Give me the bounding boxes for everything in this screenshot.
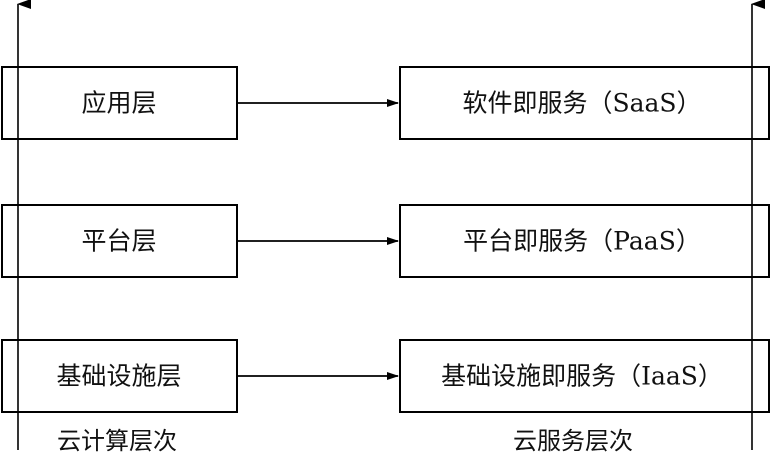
- layer-box-application: [1, 66, 238, 140]
- service-box-saas: [399, 66, 770, 140]
- layer-label-infrastructure: 基础设施层: [56, 361, 182, 391]
- layer-label-platform: 平台层: [81, 226, 157, 256]
- layer-box-infrastructure: [1, 339, 238, 413]
- layer-label-application: 应用层: [81, 88, 157, 118]
- service-label-iaas: 基础设施即服务（IaaS）: [441, 361, 723, 391]
- layer-box-platform: [1, 204, 238, 278]
- right-axis-caption: 云服务层次: [513, 427, 633, 455]
- service-box-paas: [399, 204, 770, 278]
- service-label-saas: 软件即服务（SaaS）: [462, 88, 702, 118]
- left-axis-caption: 云计算层次: [57, 427, 177, 455]
- service-box-iaas: [399, 339, 770, 413]
- service-label-paas: 平台即服务（PaaS）: [463, 226, 701, 256]
